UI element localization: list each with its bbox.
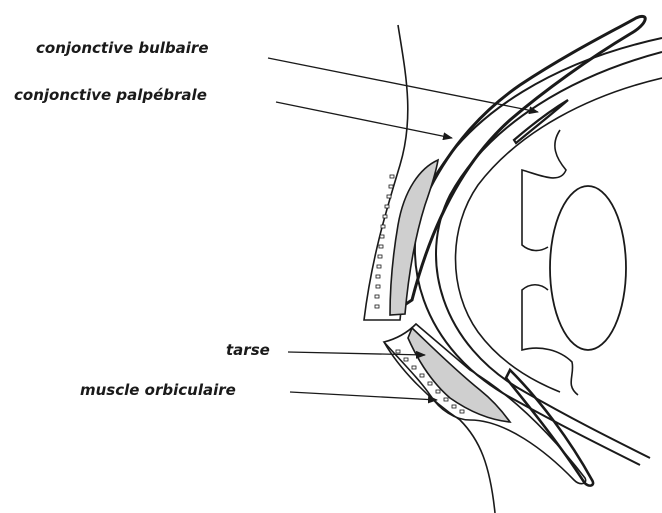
cornea-outline (456, 78, 662, 392)
label-muscle-orbiculaire: muscle orbiculaire (80, 381, 236, 399)
label-tarse: tarse (226, 341, 270, 359)
arrow-muscle-orbiculaire (290, 392, 437, 400)
label-conjonctive-bulbaire: conjonctive bulbaire (36, 39, 209, 57)
arrow-conjonctive-palpebrale (276, 102, 452, 138)
arrow-tarse (288, 352, 425, 355)
conjunctival-fold (514, 100, 568, 143)
lens (550, 186, 626, 350)
arrow-conjonctive-bulbaire (268, 58, 538, 112)
label-conjonctive-palpebrale: conjonctive palpébrale (14, 86, 207, 104)
